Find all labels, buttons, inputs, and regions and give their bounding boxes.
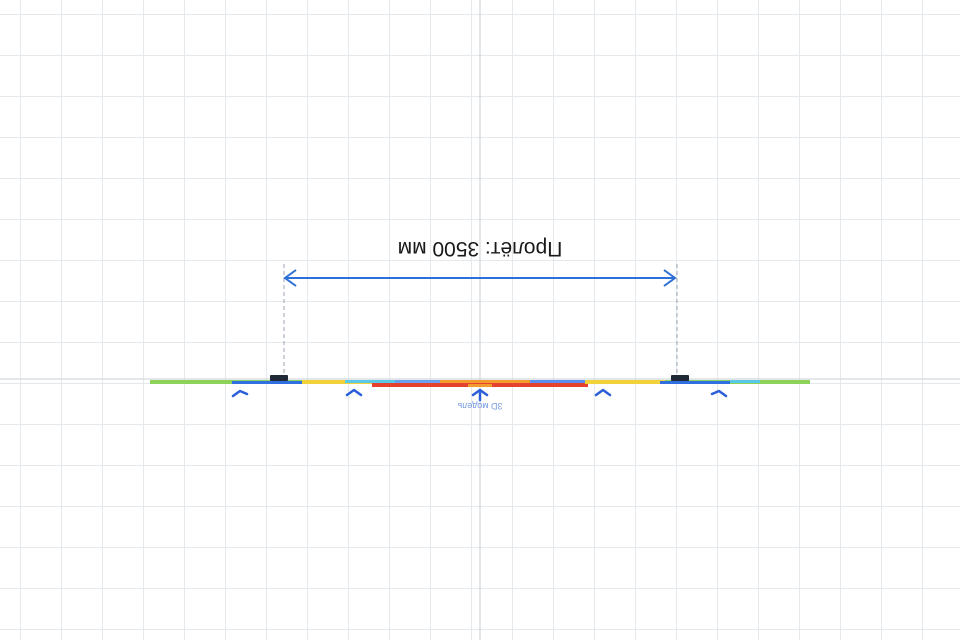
load-arrow — [231, 389, 249, 398]
support-right[interactable] — [671, 375, 689, 381]
load-arrow — [345, 388, 363, 397]
model-caption: 3D модель — [457, 401, 502, 411]
beam-segment — [395, 380, 445, 383]
beam-segment — [530, 380, 585, 383]
span-dimension-arrow — [283, 269, 677, 287]
beam-midpoint-marker — [468, 384, 492, 387]
beam-segment — [345, 380, 395, 383]
beam-segment — [585, 380, 665, 384]
beam-segment — [730, 380, 760, 383]
beam-segment — [302, 380, 372, 384]
load-arrow — [594, 388, 612, 397]
beam-model[interactable] — [150, 380, 810, 387]
beam-segment — [660, 381, 730, 384]
beam-segment — [440, 380, 530, 383]
span-dimension-label: Пролёт: 3500 мм — [398, 237, 563, 260]
support-left[interactable] — [270, 375, 288, 381]
beam-segment — [232, 381, 302, 384]
load-arrow — [710, 389, 728, 398]
